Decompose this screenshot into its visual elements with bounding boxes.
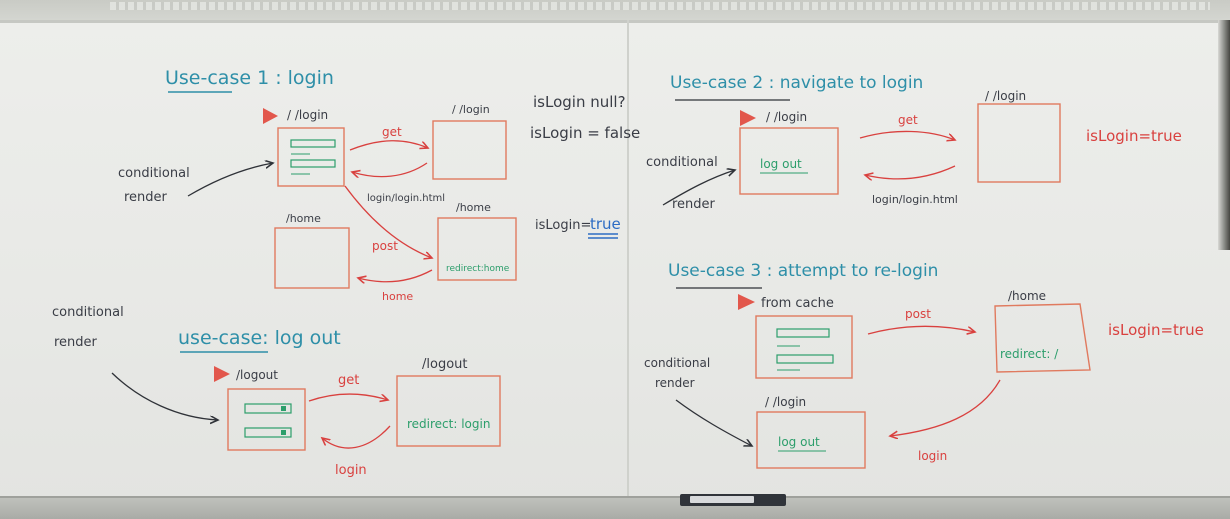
- uc2-side-label-line1: conditional: [646, 155, 718, 170]
- logout-render-arrow: [111, 372, 218, 420]
- uc3-post-arrow: [867, 325, 975, 334]
- uc1-return-arrow: [352, 162, 428, 177]
- uc3-path-login: / /login: [765, 395, 806, 409]
- uc1-path-login: / /login: [287, 108, 328, 122]
- uc1-home-server-box: [437, 217, 517, 281]
- uc3-side-label-line1: conditional: [644, 356, 710, 370]
- uc1-home-page-box: [274, 227, 350, 289]
- play-triangle-icon: [740, 110, 756, 126]
- logout-field-1: [244, 403, 292, 414]
- uc3-redirect-label: redirect: /: [1000, 347, 1059, 361]
- uc1-redirect-label: redirect:home: [446, 264, 510, 274]
- uc3-path-home: /home: [1008, 289, 1046, 303]
- uc3-home-server-box: [994, 303, 1091, 373]
- uc1-title: Use-case 1 : login: [165, 67, 334, 89]
- play-triangle-icon: [214, 366, 230, 382]
- uc3-title: Use-case 3 : attempt to re-login: [668, 261, 938, 281]
- logout-field-2: [244, 427, 292, 438]
- uc1-username-field: [290, 139, 336, 148]
- uc1-path-home-server: /home: [456, 201, 491, 214]
- uc2-return-label: login/login.html: [872, 193, 958, 206]
- uc1-get-label: get: [382, 125, 402, 139]
- play-triangle-icon: [738, 294, 755, 310]
- logout-login-label: login: [335, 463, 367, 478]
- uc3-logout-label: log out: [778, 435, 820, 449]
- logout-page-box: [227, 388, 306, 451]
- uc1-path-home: /home: [286, 212, 321, 225]
- uc1-post-label: post: [372, 239, 398, 253]
- use-case-3: Use-case 3 : attempt to re-login from ca…: [644, 261, 1204, 469]
- logout-path: /logout: [236, 368, 278, 382]
- uc3-from-cache: from cache: [761, 296, 834, 311]
- logout-server-box: [396, 375, 501, 447]
- uc2-side-label-line2: render: [672, 197, 716, 212]
- uc1-note-false: isLogin = false: [530, 124, 640, 142]
- play-triangle-icon: [263, 108, 278, 124]
- uc2-get-label: get: [898, 113, 918, 127]
- uc3-side-label-line2: render: [655, 376, 695, 390]
- uc1-side-label-line2: render: [124, 190, 168, 205]
- uc1-side-label-line1: conditional: [118, 166, 190, 181]
- uc3-login-arrow: [890, 379, 1001, 436]
- uc2-render-arrow: [662, 170, 735, 206]
- uc2-return-arrow: [865, 165, 956, 179]
- board-right-edge: [1218, 20, 1230, 250]
- uc2-logout-label: log out: [760, 157, 802, 171]
- whiteboard: [0, 20, 1230, 503]
- logout-login-arrow: [322, 425, 391, 449]
- use-case-logout: use-case: log out conditional render /lo…: [52, 305, 501, 478]
- uc1-render-arrow: [187, 163, 273, 197]
- uc2-server-box: [977, 103, 1061, 183]
- uc3-cached-page-box: [755, 315, 853, 379]
- uc3-login-label: login: [918, 449, 947, 463]
- uc2-path-login-server: / /login: [985, 89, 1026, 103]
- uc3-field-2: [776, 354, 834, 364]
- uc2-title: Use-case 2 : navigate to login: [670, 73, 923, 93]
- marker-label-strip: [690, 496, 754, 503]
- uc1-server-box: [432, 120, 507, 180]
- logout-path-server: /logout: [422, 357, 468, 372]
- uc1-note-true-prefix: isLogin=: [535, 218, 591, 233]
- logout-side-label-line2: render: [54, 335, 98, 350]
- use-case-1: Use-case 1 : login / /login / /login get…: [118, 67, 640, 303]
- uc1-note-true-value: true: [590, 215, 621, 233]
- uc3-post-label: post: [905, 307, 931, 321]
- logout-get-arrow: [308, 393, 388, 401]
- uc2-page-box: [739, 127, 839, 195]
- uc1-password-field: [290, 159, 336, 168]
- uc1-note-null: isLogin null?: [533, 93, 626, 111]
- uc1-get-arrow: [349, 140, 428, 151]
- use-case-2: Use-case 2 : navigate to login / /login …: [646, 73, 1182, 212]
- board-seam: [627, 20, 629, 500]
- uc1-login-page-box: [277, 127, 345, 187]
- uc2-note-true: isLogin=true: [1086, 127, 1182, 145]
- uc1-post-arrow: [344, 185, 432, 258]
- uc2-get-arrow: [859, 130, 955, 140]
- logout-get-label: get: [338, 373, 359, 388]
- uc3-note-true: isLogin=true: [1108, 321, 1204, 339]
- uc3-login-page-box: [756, 411, 866, 469]
- logout-title: use-case: log out: [178, 327, 341, 349]
- uc1-home-label: home: [382, 290, 413, 303]
- logout-side-label-line1: conditional: [52, 305, 124, 320]
- uc3-field-1: [776, 328, 830, 338]
- uc1-return-label: login/login.html: [367, 193, 445, 204]
- uc2-path-login: / /login: [766, 110, 807, 124]
- light-rail: [110, 2, 1210, 10]
- uc3-render-arrow: [675, 399, 752, 446]
- logout-redirect-label: redirect: login: [407, 417, 490, 431]
- uc1-home-arrow: [358, 269, 433, 282]
- uc1-path-login-server: / /login: [452, 103, 490, 116]
- marker-tray: [0, 496, 1230, 519]
